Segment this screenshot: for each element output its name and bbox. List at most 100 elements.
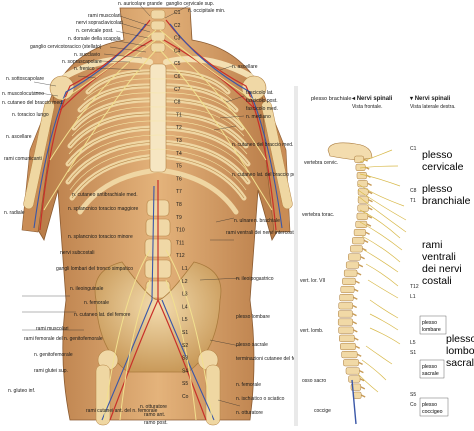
humerus-left [23, 100, 55, 210]
label-soprascapolare: n. soprascapolare [62, 59, 102, 65]
spine-label-t5: T5 [176, 164, 182, 170]
mid-labels: n. cutaneo antibrachiale med. n. splancn… [56, 192, 139, 318]
vertebra-block [352, 237, 365, 245]
spinous-process [352, 296, 358, 300]
label-gluteo-inf: n. gluteo inf. [8, 388, 35, 394]
label-rami-muscolari-low: rami muscolari [36, 326, 69, 332]
vertebra-block [337, 318, 353, 326]
clavicle-left [63, 56, 153, 79]
vertebra-block [354, 155, 364, 163]
label-occipitale-min: n. occipitale min. [188, 8, 225, 14]
label-vertebra-torac: vertebra torac. [302, 212, 334, 218]
spinous-process [367, 182, 372, 187]
box-coccigeo-text: plesso coccigeo [422, 402, 443, 415]
label-ramo-post: ramo post. [144, 420, 168, 426]
seg-s1: S1 [410, 350, 416, 356]
vertebra-block [338, 310, 353, 318]
spinous-process [356, 353, 362, 357]
seg-t12: T12 [410, 284, 419, 290]
spine-label-t10: T10 [176, 228, 185, 234]
vertebra-labels: vertebra cervic. vertebra torac. vert. l… [300, 160, 338, 414]
vertebra-block [338, 326, 354, 334]
spinous-process [363, 239, 369, 244]
spinous-process [360, 394, 366, 398]
spine-label-s3: S3 [182, 356, 188, 362]
humeral-head-left [49, 75, 75, 101]
spinous-process [367, 190, 373, 195]
header-plesso-brachiale: plesso brachiale [311, 96, 351, 102]
annotation-cervicale-line1: plesso [422, 149, 453, 161]
vertebra-block [345, 261, 360, 269]
vertebra-block [339, 334, 355, 342]
annotation-lombosacrale-text: plesso lombo- sacrale [446, 333, 474, 369]
label-genitofemorale: n. genitofemorale [34, 352, 73, 358]
left-anatomy-figure: n. auricolare grande ganglio cervicale s… [2, 1, 307, 426]
label-ileoinguinale: n. ileoinguinale [70, 286, 104, 292]
spinous-process [352, 329, 358, 333]
seg-l5: L5 [410, 340, 416, 346]
sternum [149, 63, 167, 173]
label-fascicolo-post: fascicolo post. [246, 98, 278, 104]
top-labels: n. auricolare grande ganglio cervicale s… [30, 1, 258, 72]
label-cutaneo-braccio-med-left: n. cutaneo del braccio med. [2, 100, 63, 106]
spine-label-c5: C5 [174, 61, 181, 67]
label-plesso-lombare: plesso lombare [236, 314, 270, 320]
spine-label-l1: L1 [182, 266, 188, 272]
label-rami-cutanei-ant: rami cutanei ant. del n. femorale [86, 408, 158, 414]
humeral-head-right [241, 75, 267, 101]
vertebra-block [350, 245, 363, 253]
label-muscolocutaneo: n. muscolocutaneo [2, 91, 44, 97]
legend-side-title: ▾ Nervi spinali [409, 96, 451, 102]
leader-lines [22, 4, 245, 407]
label-rami-glutei-sup: rami glutei sup. [34, 368, 68, 374]
annotation-box-lombare: plesso lombare [419, 315, 447, 335]
spinous-process [359, 378, 365, 382]
annotation-cervicale: plesso cervicale [420, 146, 474, 174]
label-plesso-sacrale: plesso sacrale [236, 342, 268, 348]
vertebra-block [355, 220, 368, 228]
spine-label-t4: T4 [176, 151, 182, 157]
spine-label-c2: C2 [174, 23, 181, 29]
spinous-process [360, 386, 366, 390]
label-nervi-sopraclavicolari: nervi sopraclavicolari [76, 20, 123, 26]
cervical-spine [150, 9, 166, 53]
label-brachiale: n. brachiale [254, 218, 280, 224]
label-radiale: n. radiale [4, 210, 25, 216]
label-cutaneo-lat-femore-mid: n. cutaneo lat. del femore [74, 312, 131, 318]
annotation-box-coccigeo: plesso coccigeo [419, 397, 449, 417]
left-labels: n. sottoscapolare n. muscolocutaneo n. c… [2, 76, 103, 394]
annotation-branchiale: plesso branchiale [420, 180, 474, 208]
vertebra-block [343, 359, 359, 367]
legend-front-sub: Vista frontale. [352, 104, 382, 110]
vertebra-block [356, 212, 369, 220]
label-vertebra-cervic: vertebra cervic. [304, 160, 338, 166]
label-mediano: n. mediano [246, 114, 271, 120]
label-succlavio: n. succlavio [74, 52, 100, 58]
spinous-process [353, 288, 359, 292]
annotation-lombosacrale: plesso lombo- sacrale [444, 328, 474, 369]
vertebra-block [342, 277, 356, 285]
annotation-box-sacrale: plesso sacrale [419, 359, 445, 379]
label-gangli-lombari: gangli lombari del tronco simpatico [56, 266, 133, 272]
annotation-costali-text: rami ventrali dei nervi costali [422, 239, 465, 287]
side-spine [337, 155, 373, 399]
label-rami-ventrali-intercostali: rami ventrali dei nervi intercostali [226, 230, 299, 236]
seg-t1: T1 [410, 198, 416, 204]
vertebra-block [352, 391, 362, 399]
legend-front-title: ◂ Nervi spinali [351, 96, 393, 102]
spine-segment-labels: C1C2C3C4C5C6C7C8T1T2T3T4T5T6T7T8T9T10T11… [174, 10, 189, 400]
annotation-branchiale-text: plesso branchiale [422, 183, 471, 207]
label-fascicolo-med: fascicolo med. [246, 106, 278, 112]
vertebra-block [343, 269, 358, 277]
label-nervi-subcostali: nervi subcostali [60, 250, 94, 256]
label-splancnico-minore: n. splancnico toracico minore [68, 234, 133, 240]
label-terminazioni-cutanee: terminazioni cutanee del femore [236, 356, 307, 362]
label-fascicolo-lat: fascicolo lat. [246, 90, 274, 96]
nerves [43, 29, 273, 421]
spinous-process [358, 361, 363, 366]
spinal-nerve-branches [357, 149, 407, 393]
label-vert-lor-vii: vert. lor. VII [300, 278, 325, 284]
clavicle-right [163, 56, 253, 79]
label-osso-sacro: osso sacro [302, 378, 326, 384]
